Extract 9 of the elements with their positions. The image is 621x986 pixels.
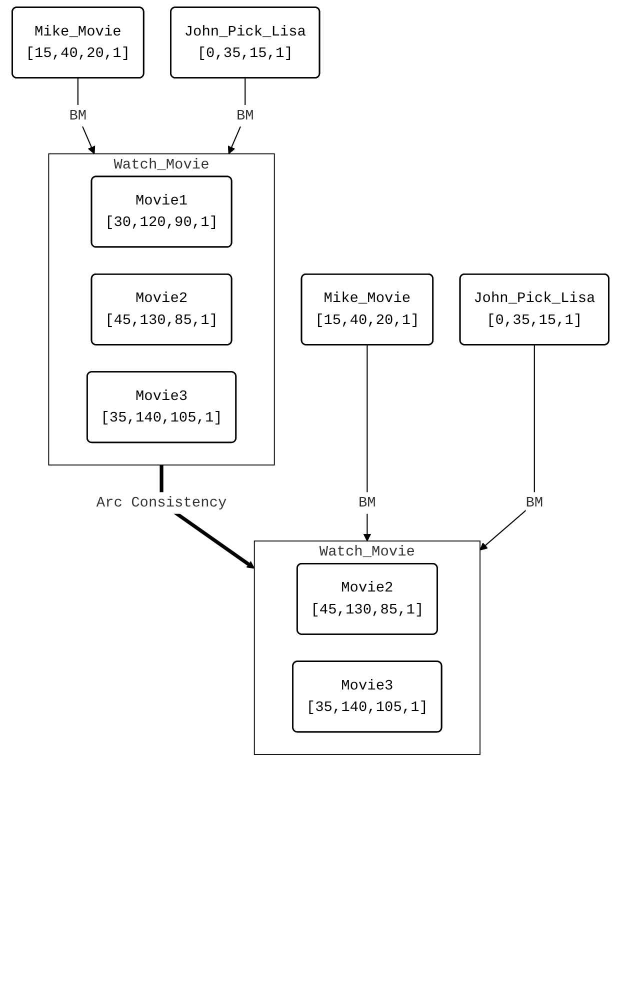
edge-label: BM [526, 494, 544, 512]
edge-label: Arc Consistency [96, 494, 227, 512]
arrow [228, 78, 246, 154]
arrow [363, 344, 372, 542]
edge-label: BM [69, 108, 87, 124]
arrow [480, 344, 535, 550]
arrow [77, 78, 96, 154]
edge-label: BM [236, 108, 254, 124]
edge-label: BM [358, 494, 376, 512]
